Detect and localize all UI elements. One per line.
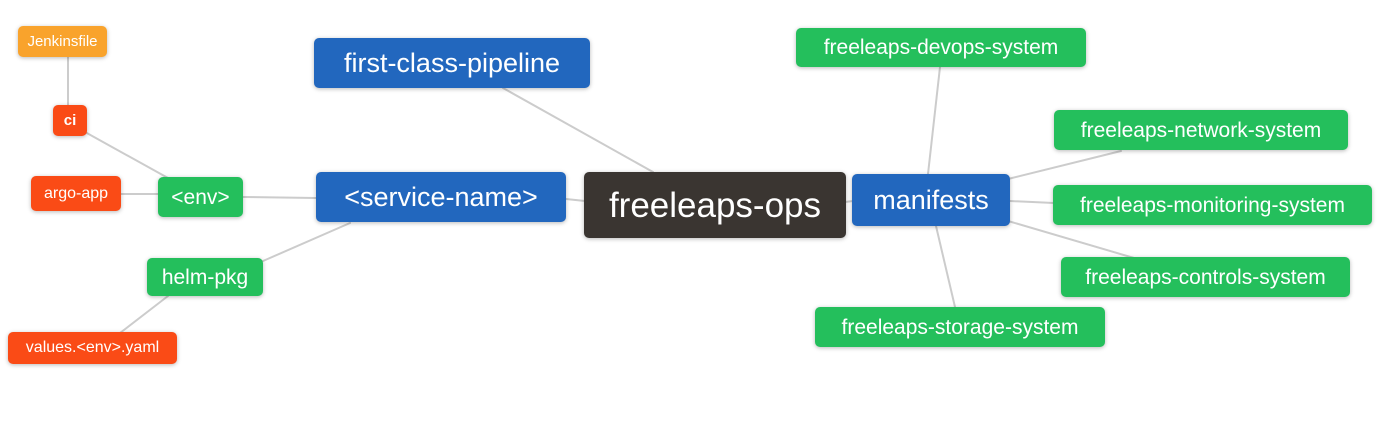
node-freeleaps-devops-system[interactable]: freeleaps-devops-system xyxy=(796,28,1086,67)
edge-env-ci xyxy=(84,131,169,179)
node-freeleaps-monitoring-system-label: freeleaps-monitoring-system xyxy=(1080,193,1345,217)
node-freeleaps-network-system-label: freeleaps-network-system xyxy=(1080,118,1322,142)
node-jenkinsfile-label: Jenkinsfile xyxy=(27,33,98,50)
node-helm-pkg[interactable]: helm-pkg xyxy=(147,258,263,296)
node-freeleaps-ops-label: freeleaps-ops xyxy=(608,185,822,225)
node-freeleaps-monitoring-system[interactable]: freeleaps-monitoring-system xyxy=(1053,185,1372,225)
node-service-name[interactable]: <service-name> xyxy=(316,172,566,222)
node-freeleaps-storage-system[interactable]: freeleaps-storage-system xyxy=(815,307,1105,347)
node-first-class-pipeline[interactable]: first-class-pipeline xyxy=(314,38,590,88)
node-helm-pkg-label: helm-pkg xyxy=(161,265,249,289)
node-first-class-pipeline-label: first-class-pipeline xyxy=(343,47,561,78)
node-freeleaps-ops[interactable]: freeleaps-ops xyxy=(584,172,846,238)
node-freeleaps-controls-system-label: freeleaps-controls-system xyxy=(1085,265,1326,289)
edge-ops-first-class-pipeline xyxy=(502,87,654,173)
node-freeleaps-devops-system-label: freeleaps-devops-system xyxy=(823,36,1059,59)
edge-manifests-storage-system xyxy=(935,225,956,308)
node-values-env-yaml[interactable]: values.<env>.yaml xyxy=(8,332,177,364)
node-env[interactable]: <env> xyxy=(158,177,243,217)
node-manifests[interactable]: manifests xyxy=(852,174,1010,226)
node-service-name-label: <service-name> xyxy=(344,181,538,212)
edge-helm-pkg-values xyxy=(119,295,169,334)
node-env-label: <env> xyxy=(171,185,230,209)
node-values-env-yaml-label: values.<env>.yaml xyxy=(25,339,160,356)
node-manifests-label: manifests xyxy=(873,184,989,215)
edge-ops-service-name xyxy=(565,198,586,202)
edge-service-name-helm-pkg xyxy=(262,222,351,262)
node-freeleaps-storage-system-label: freeleaps-storage-system xyxy=(841,315,1079,339)
node-freeleaps-controls-system[interactable]: freeleaps-controls-system xyxy=(1061,257,1350,297)
node-ci[interactable]: ci xyxy=(53,105,87,136)
node-freeleaps-network-system[interactable]: freeleaps-network-system xyxy=(1054,110,1348,150)
node-argo-app[interactable]: argo-app xyxy=(31,176,121,211)
edge-manifests-devops-system xyxy=(927,66,941,175)
edge-manifests-monitoring-system xyxy=(1009,200,1055,204)
edge-manifests-network-system xyxy=(1007,150,1122,180)
node-argo-app-label: argo-app xyxy=(43,184,109,202)
node-ci-label: ci xyxy=(63,112,77,129)
node-jenkinsfile[interactable]: Jenkinsfile xyxy=(18,26,107,57)
edge-service-name-env xyxy=(242,196,317,199)
edge-manifests-controls-system xyxy=(1007,220,1135,259)
